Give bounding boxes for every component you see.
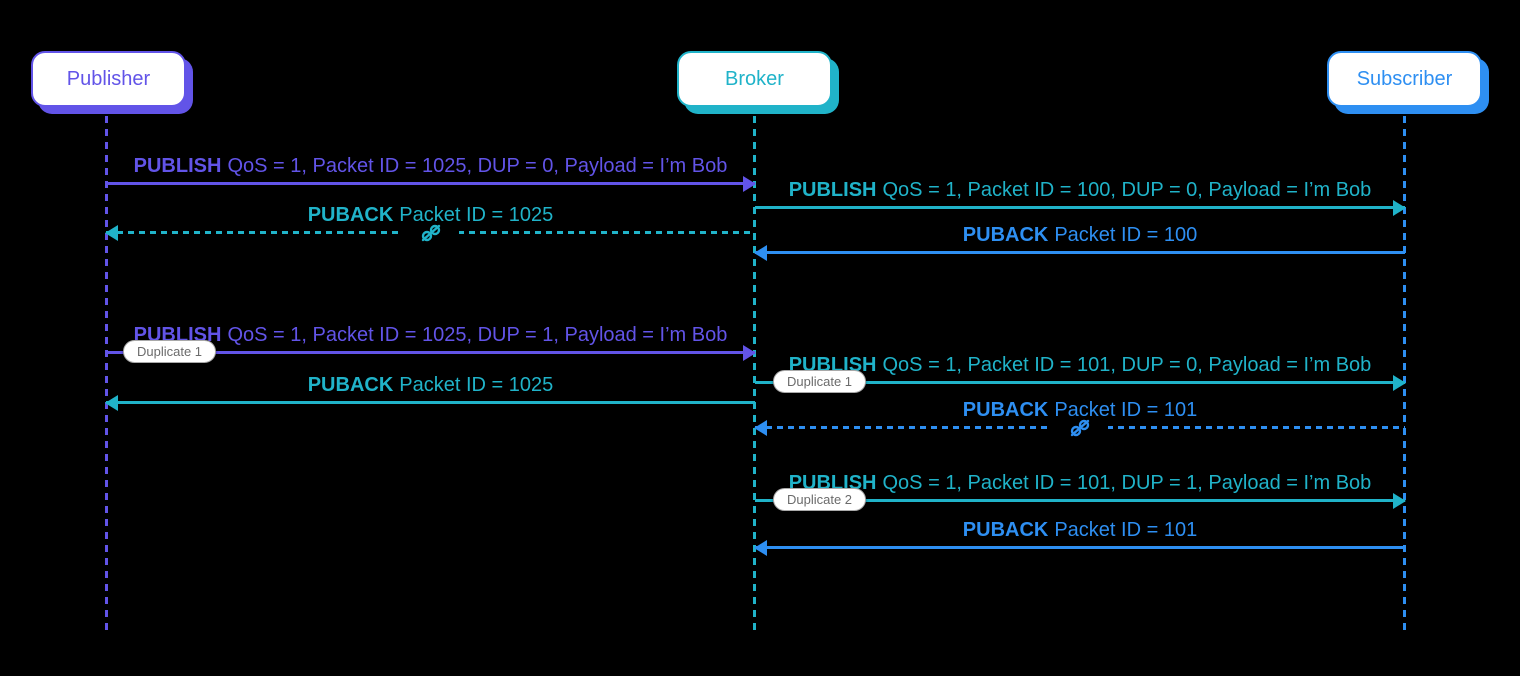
actor-broker-label: Broker bbox=[725, 67, 784, 90]
duplicate-badge: Duplicate 1 bbox=[123, 340, 217, 363]
message-line bbox=[755, 546, 1405, 549]
actor-publisher: Publisher bbox=[31, 51, 186, 107]
arrowhead-right-icon bbox=[1393, 375, 1406, 391]
lifeline-publisher bbox=[105, 116, 108, 630]
message-line bbox=[106, 182, 755, 185]
arrowhead-right-icon bbox=[1393, 200, 1406, 216]
lifeline-broker bbox=[753, 116, 756, 630]
lifeline-subscriber bbox=[1403, 116, 1406, 630]
broken-link-icon bbox=[421, 224, 440, 241]
arrowhead-left-icon bbox=[754, 420, 767, 436]
actor-subscriber: Subscriber bbox=[1327, 51, 1482, 107]
message-line bbox=[755, 251, 1405, 254]
message-line bbox=[755, 381, 1405, 384]
message-line bbox=[755, 206, 1405, 209]
arrowhead-right-icon bbox=[743, 176, 756, 192]
arrowhead-left-icon bbox=[754, 245, 767, 261]
message-line bbox=[106, 351, 755, 354]
message-lost-gap bbox=[402, 221, 459, 244]
actor-publisher-label: Publisher bbox=[66, 67, 151, 90]
arrowhead-left-icon bbox=[105, 395, 118, 411]
arrowhead-right-icon bbox=[1393, 493, 1406, 509]
actor-broker: Broker bbox=[677, 51, 832, 107]
message-line bbox=[106, 401, 755, 404]
message-lost-gap bbox=[1052, 416, 1108, 439]
duplicate-badge: Duplicate 2 bbox=[773, 488, 867, 511]
actor-subscriber-label: Subscriber bbox=[1356, 67, 1453, 90]
broken-link-icon bbox=[1070, 419, 1090, 436]
arrowhead-left-icon bbox=[105, 225, 118, 241]
arrowhead-right-icon bbox=[743, 345, 756, 361]
duplicate-badge: Duplicate 1 bbox=[773, 370, 867, 393]
arrowhead-left-icon bbox=[754, 540, 767, 556]
message-line bbox=[755, 499, 1405, 502]
